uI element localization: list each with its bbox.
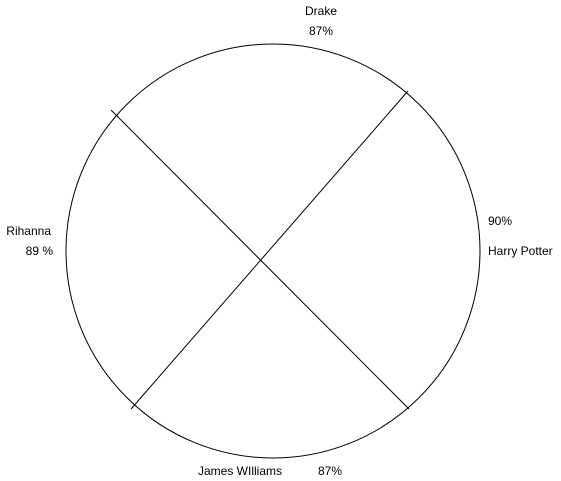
segment-label-harry-potter: Harry Potter [488,244,553,258]
segment-value-drake: 87% [309,24,333,38]
segment-label-rihanna: Rihanna [6,224,51,238]
segment-value-harry-potter: 90% [488,214,512,228]
segment-label-james-williams: James WIlliams [198,464,282,478]
segment-label-drake: Drake [305,4,337,18]
segment-value-james-williams: 87% [318,464,342,478]
wheel-outline [65,43,481,459]
divider-line-ne-sw [130,90,409,410]
segment-value-rihanna: 89 % [26,244,54,258]
divider-line-nw-se [110,109,410,410]
